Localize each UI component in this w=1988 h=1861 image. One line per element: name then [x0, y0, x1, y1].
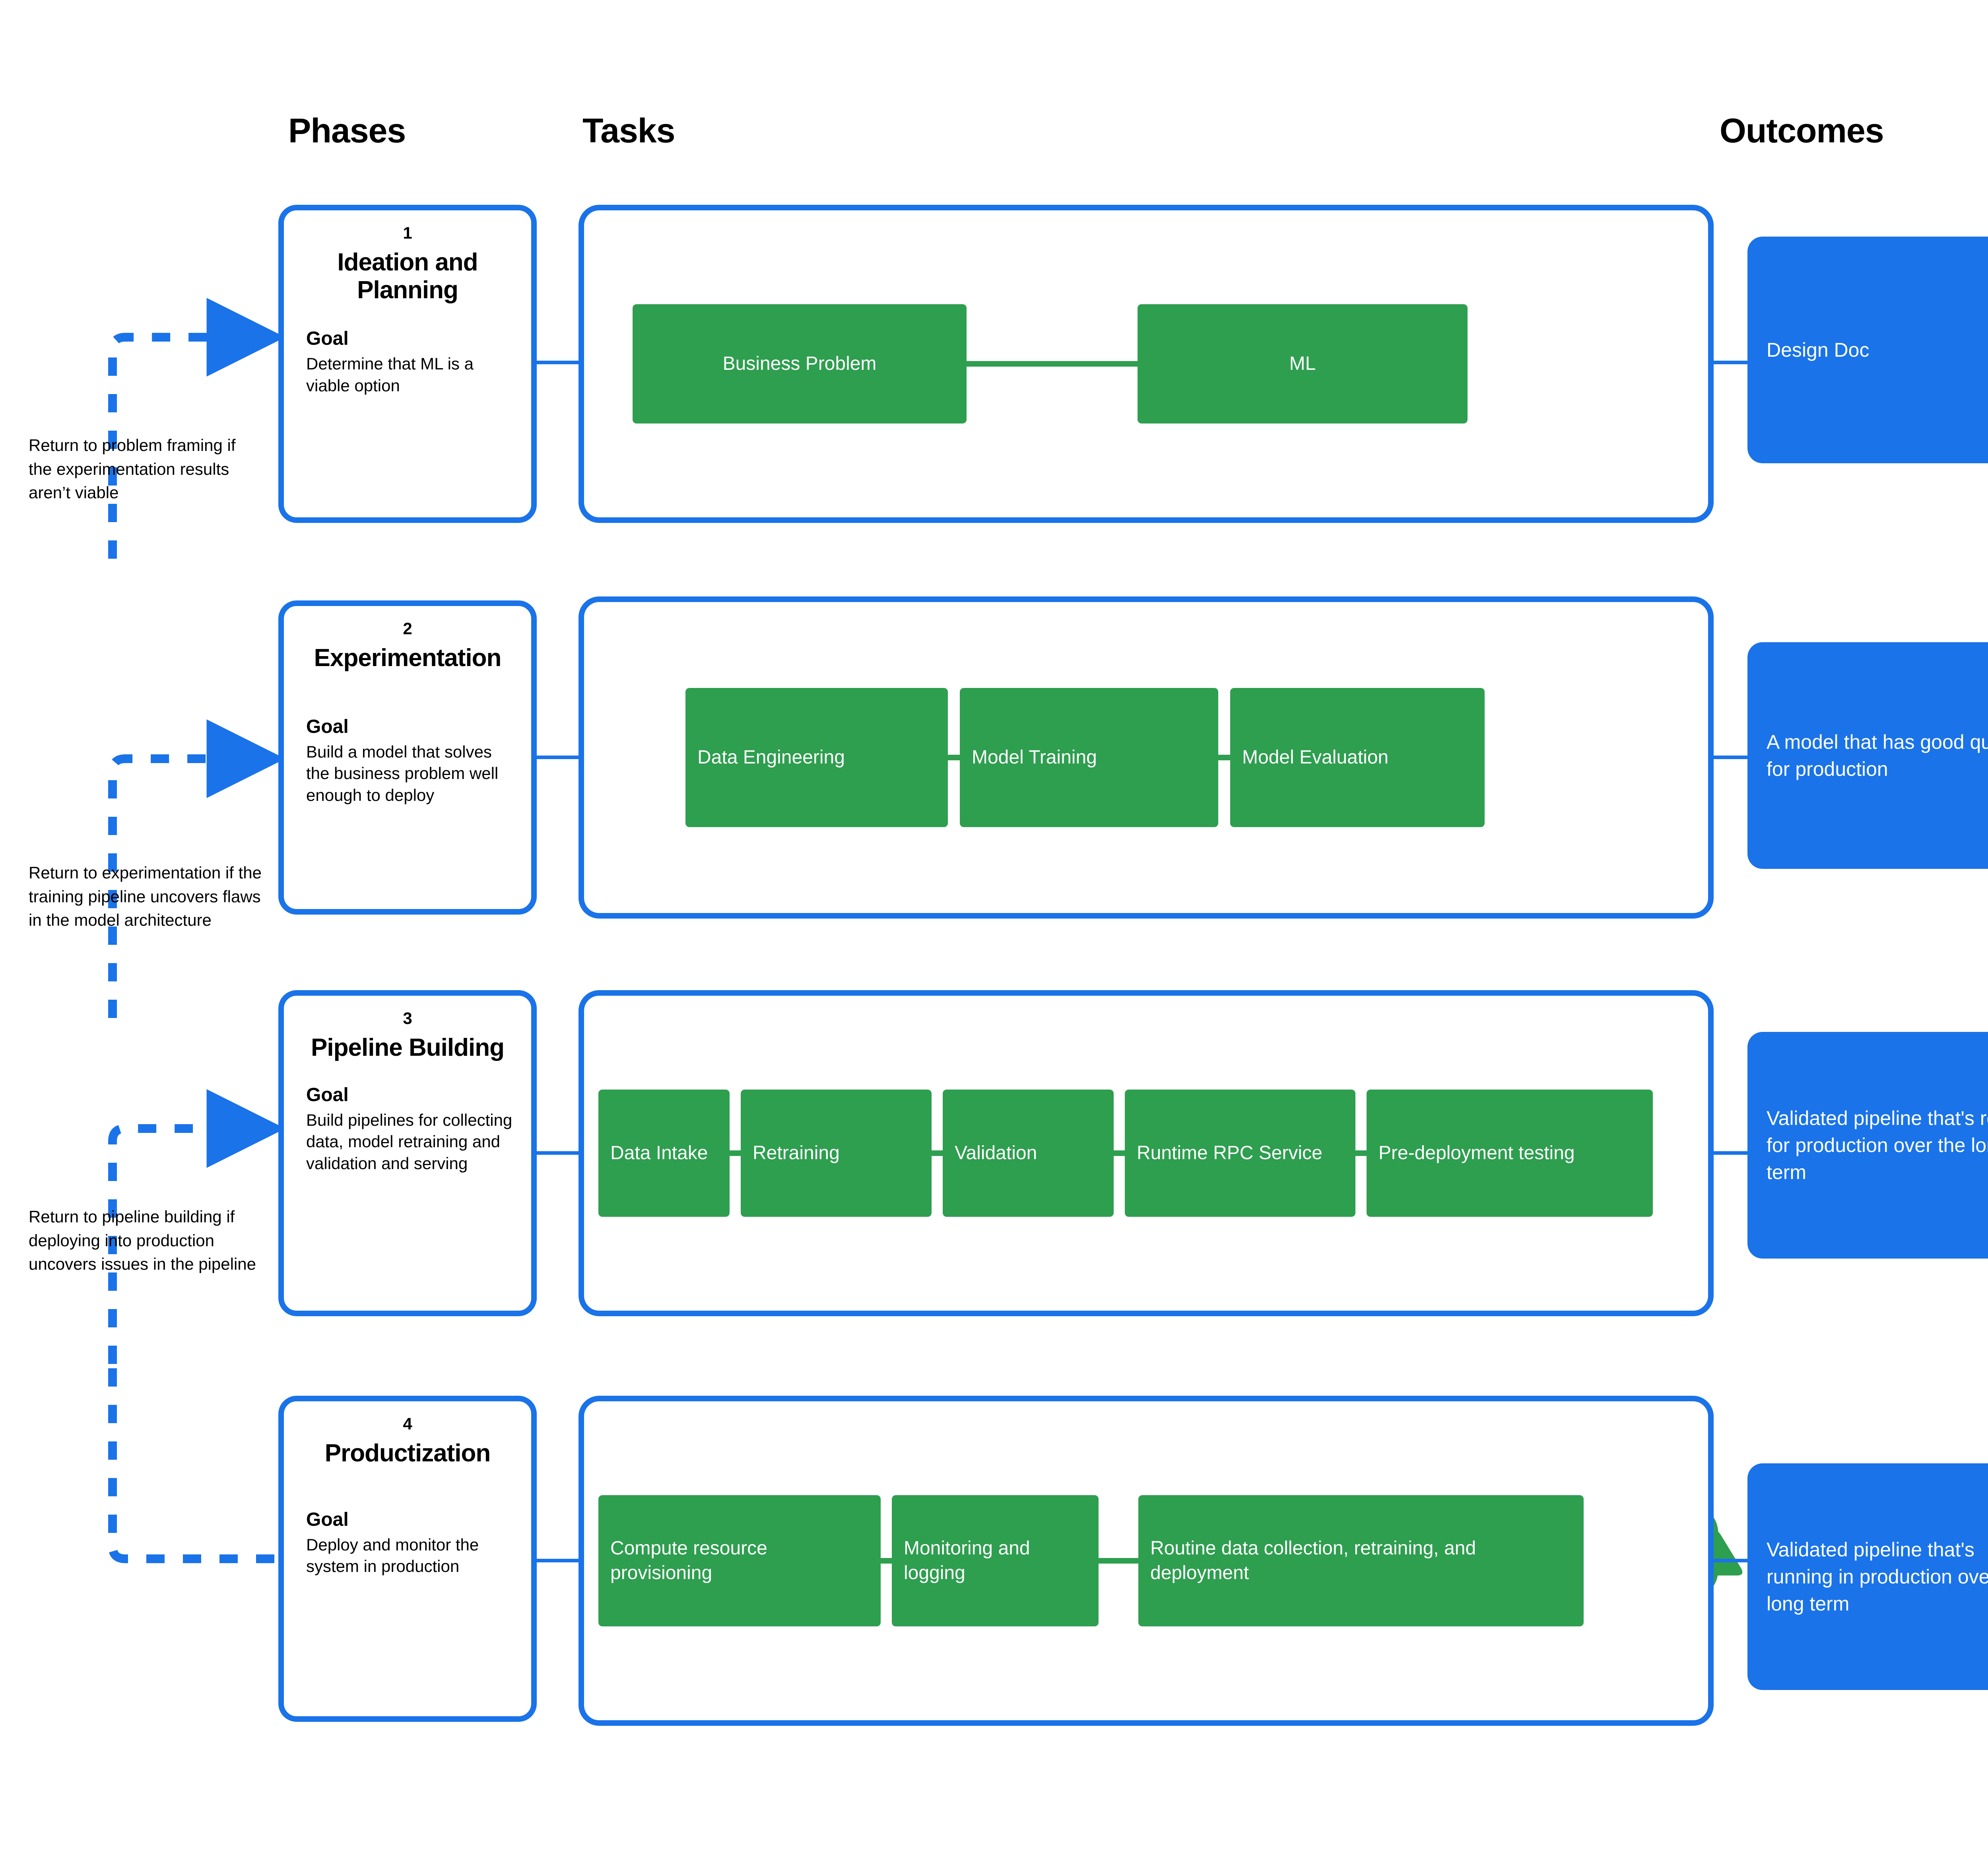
task-connector-3-2: [932, 1150, 943, 1156]
task-connector-3-4: [1355, 1150, 1367, 1156]
lifecycle-row-2: 2 Experimentation Goal Build a model tha…: [0, 596, 1988, 919]
task-box-3-1[interactable]: Data Intake: [598, 1090, 730, 1217]
phase-number-4: 4: [403, 1414, 412, 1433]
column-header-tasks: Tasks: [582, 112, 675, 150]
task-box-3-3[interactable]: Validation: [943, 1090, 1114, 1217]
task-connector-3-3: [1114, 1150, 1125, 1156]
outcome-box-3[interactable]: Validated pipeline that's ready for prod…: [1747, 1032, 1988, 1259]
column-header-phases: Phases: [288, 112, 406, 150]
task-connector-4-1: [881, 1558, 892, 1564]
phase-tasks-link-3: [533, 1151, 582, 1155]
goal-text-4: Deploy and monitor the system in product…: [306, 1535, 479, 1576]
goal-text-1: Determine that ML is a viable option: [306, 354, 474, 395]
task-box-3-4[interactable]: Runtime RPC Service: [1125, 1090, 1355, 1217]
phase-title-1: Ideation and Planning: [337, 249, 478, 304]
task-box-4-1[interactable]: Compute resource provisioning: [598, 1495, 881, 1626]
tasks-card-1: Business Problem ML: [579, 205, 1714, 523]
outcome-box-2[interactable]: A model that has good quality for produc…: [1747, 642, 1988, 869]
goal-label-4: Goal: [306, 1509, 349, 1530]
phase-title-3: Pipeline Building: [311, 1034, 505, 1062]
task-box-2-2[interactable]: Model Training: [960, 688, 1218, 827]
tasks-card-3: Data Intake Retraining Validation Runtim…: [579, 990, 1714, 1316]
phase-tasks-link-2: [533, 756, 582, 759]
goal-text-3: Build pipelines for collecting data, mod…: [306, 1110, 513, 1173]
phase-card-3[interactable]: 3 Pipeline Building Goal Build pipelines…: [278, 990, 537, 1316]
phase-number-2: 2: [403, 619, 412, 638]
goal-label-2: Goal: [306, 716, 349, 737]
task-box-1-2[interactable]: ML: [1138, 304, 1468, 423]
phase-card-4[interactable]: 4 Productization Goal Deploy and monitor…: [278, 1396, 537, 1722]
tasks-outcome-link-2: [1710, 756, 1751, 759]
phase-tasks-link-4: [533, 1559, 582, 1562]
phase-card-2[interactable]: 2 Experimentation Goal Build a model tha…: [278, 600, 537, 915]
goal-text-2: Build a model that solves the business p…: [306, 742, 499, 804]
task-connector-4-2: [1099, 1558, 1138, 1564]
goal-label-1: Goal: [306, 328, 349, 350]
feedback-annotation-1: Return to problem framing if the experim…: [29, 436, 236, 502]
outcome-box-4[interactable]: Validated pipeline that's running in pro…: [1747, 1463, 1988, 1690]
phase-number-3: 3: [403, 1009, 412, 1028]
lifecycle-row-3: 3 Pipeline Building Goal Build pipelines…: [0, 990, 1988, 1320]
task-box-3-5[interactable]: Pre-deployment testing: [1367, 1090, 1653, 1217]
task-box-2-3[interactable]: Model Evaluation: [1230, 688, 1485, 827]
task-connector-2-2: [1218, 755, 1230, 760]
feedback-annotation-3: Return to pipeline building if deploying…: [29, 1207, 256, 1274]
column-header-outcomes: Outcomes: [1720, 112, 1884, 150]
task-connector-2-1: [948, 755, 960, 760]
task-box-1-1[interactable]: Business Problem: [633, 304, 967, 423]
phase-number-1: 1: [403, 223, 412, 242]
phase-card-1[interactable]: 1 Ideation and Planning Goal Determine t…: [278, 205, 537, 523]
phase-goal-2: Goal Build a model that solves the busin…: [299, 715, 516, 806]
lifecycle-row-1: 1 Ideation and Planning Goal Determine t…: [0, 205, 1988, 523]
tasks-card-2: Data Engineering Model Training Model Ev…: [579, 596, 1714, 919]
task-connector-3-1: [730, 1150, 741, 1156]
phase-title-4: Productization: [324, 1439, 491, 1467]
task-box-2-1[interactable]: Data Engineering: [685, 688, 948, 827]
tasks-outcome-link-4: [1710, 1559, 1751, 1562]
task-box-4-3[interactable]: Routine data collection, retraining, and…: [1138, 1495, 1584, 1626]
phase-title-2: Experimentation: [314, 644, 502, 672]
lifecycle-row-4: 4 Productization Goal Deploy and monitor…: [0, 1396, 1988, 1726]
goal-label-3: Goal: [306, 1084, 349, 1105]
phase-tasks-link-1: [533, 361, 582, 364]
task-box-4-2[interactable]: Monitoring and logging: [892, 1495, 1099, 1626]
tasks-outcome-link-3: [1710, 1151, 1751, 1155]
phase-goal-1: Goal Determine that ML is a viable optio…: [299, 327, 516, 396]
feedback-annotation-2: Return to experimentation if the trainin…: [29, 863, 262, 930]
phase-goal-4: Goal Deploy and monitor the system in pr…: [299, 1508, 516, 1577]
phase-goal-3: Goal Build pipelines for collecting data…: [299, 1083, 516, 1175]
outcome-box-1[interactable]: Design Doc: [1747, 237, 1988, 463]
task-connector-1-1: [967, 361, 1138, 367]
tasks-card-4: Compute resource provisioning Monitoring…: [579, 1396, 1714, 1726]
task-box-3-2[interactable]: Retraining: [741, 1090, 932, 1217]
tasks-outcome-link-1: [1710, 361, 1751, 364]
